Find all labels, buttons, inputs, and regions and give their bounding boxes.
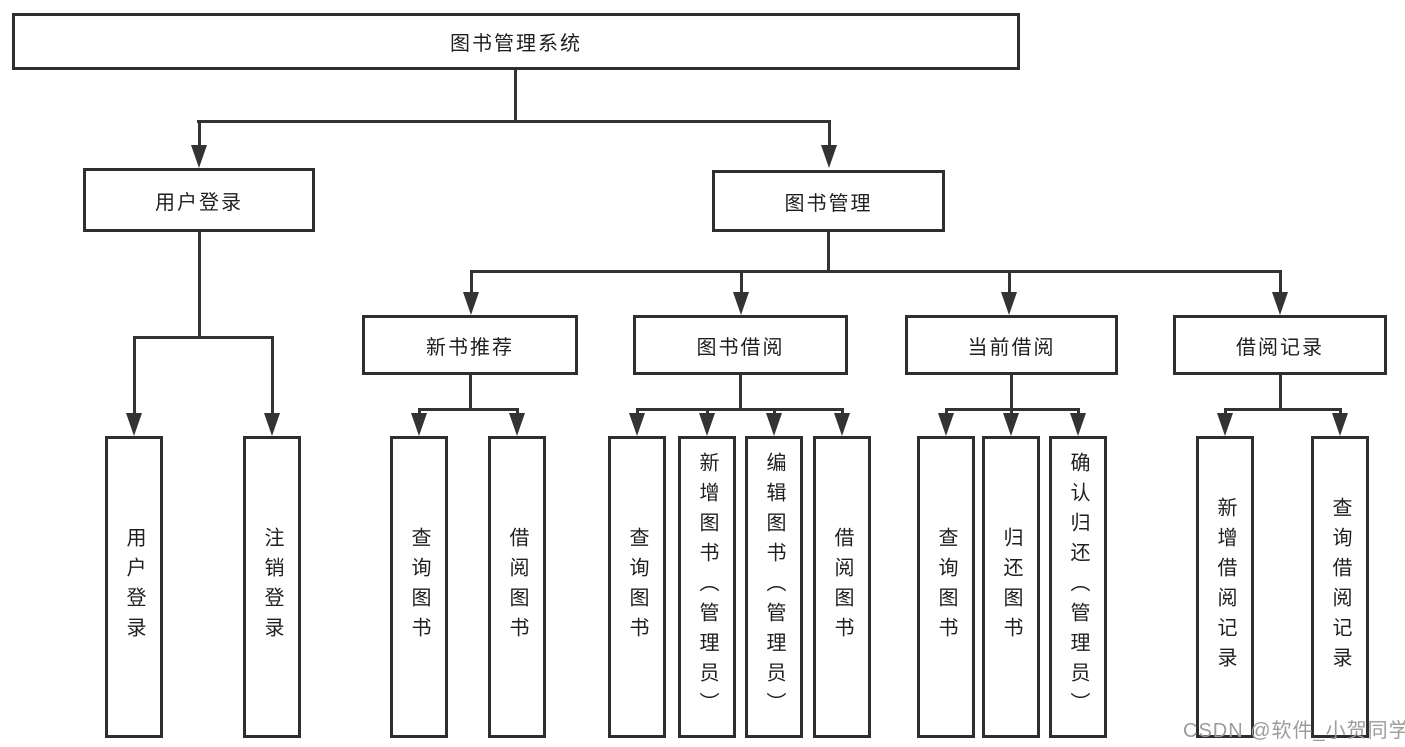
arrowhead-book-management-icon bbox=[821, 145, 837, 168]
node-library-management-system: 图书管理系统 bbox=[12, 13, 1020, 70]
connector-g1-c1 bbox=[418, 408, 421, 416]
leaf-query-borrow-record: 查询借阅记录 bbox=[1311, 436, 1369, 738]
connector-g1-branch bbox=[418, 408, 518, 411]
connector-root-stem bbox=[514, 70, 517, 120]
connector-to-leaf-logout bbox=[271, 336, 274, 416]
connector-g1-c2 bbox=[516, 408, 519, 416]
arrowhead-new-book-icon bbox=[463, 292, 479, 315]
connector-g2-c4 bbox=[841, 408, 844, 416]
leaf-edit-books-admin: 编辑图书（管理员） bbox=[745, 436, 803, 738]
connector-to-leaf-user-login bbox=[133, 336, 136, 416]
connector-g2-c2 bbox=[706, 408, 709, 416]
arrowhead-g3-c2-icon bbox=[1003, 413, 1019, 436]
leaf-return-books: 归还图书 bbox=[982, 436, 1040, 738]
leaf-add-borrow-record: 新增借阅记录 bbox=[1196, 436, 1254, 738]
connector-g4-branch bbox=[1224, 408, 1341, 411]
connector-to-current-borrow bbox=[1008, 270, 1011, 295]
connector-root-branch bbox=[197, 120, 831, 123]
connector-to-borrow-record bbox=[1279, 270, 1282, 295]
leaf-query-books-borrowing: 查询图书 bbox=[608, 436, 666, 738]
connector-g4-c2 bbox=[1339, 408, 1342, 416]
arrowhead-current-borrow-icon bbox=[1001, 292, 1017, 315]
connector-g4-c1 bbox=[1224, 408, 1227, 416]
arrowhead-book-borrow-icon bbox=[733, 292, 749, 315]
connector-g3-c3 bbox=[1077, 408, 1080, 416]
connector-g2-c3 bbox=[773, 408, 776, 416]
connector-g1-stem bbox=[469, 375, 472, 408]
connector-book-management-stem bbox=[827, 232, 830, 270]
connector-g3-stem bbox=[1010, 375, 1013, 408]
connector-book-management-branch bbox=[470, 270, 1282, 273]
connector-g2-stem bbox=[739, 375, 742, 408]
arrowhead-g2-c3-icon bbox=[766, 413, 782, 436]
node-borrowing-records: 借阅记录 bbox=[1173, 315, 1387, 375]
leaf-add-books-admin: 新增图书（管理员） bbox=[678, 436, 736, 738]
leaf-borrow-books: 借阅图书 bbox=[813, 436, 871, 738]
arrowhead-g2-c1-icon bbox=[629, 413, 645, 436]
arrowhead-g1-c1-icon bbox=[411, 413, 427, 436]
connector-g2-c1 bbox=[636, 408, 639, 416]
arrowhead-g4-c1-icon bbox=[1217, 413, 1233, 436]
connector-g2-branch bbox=[636, 408, 843, 411]
leaf-user-login: 用户登录 bbox=[105, 436, 163, 738]
connector-g3-c2 bbox=[1010, 408, 1013, 416]
arrowhead-user-login-icon bbox=[191, 145, 207, 168]
leaf-confirm-return-admin: 确认归还（管理员） bbox=[1049, 436, 1107, 738]
connector-to-book-management bbox=[828, 120, 831, 148]
node-user-login: 用户登录 bbox=[83, 168, 315, 232]
node-current-borrowing: 当前借阅 bbox=[905, 315, 1118, 375]
connector-g4-stem bbox=[1279, 375, 1282, 408]
arrowhead-g1-c2-icon bbox=[509, 413, 525, 436]
connector-to-new-book bbox=[470, 270, 473, 295]
connector-to-book-borrow bbox=[740, 270, 743, 295]
arrowhead-leaf-user-login-icon bbox=[126, 413, 142, 436]
connector-user-login-branch bbox=[133, 336, 274, 339]
leaf-borrow-books-recommend: 借阅图书 bbox=[488, 436, 546, 738]
connector-g3-c1 bbox=[945, 408, 948, 416]
arrowhead-borrow-record-icon bbox=[1272, 292, 1288, 315]
arrowhead-g3-c1-icon bbox=[938, 413, 954, 436]
connector-to-user-login bbox=[198, 120, 201, 148]
arrowhead-g2-c2-icon bbox=[699, 413, 715, 436]
arrowhead-leaf-logout-icon bbox=[264, 413, 280, 436]
arrowhead-g3-c3-icon bbox=[1070, 413, 1086, 436]
node-new-book-recommend: 新书推荐 bbox=[362, 315, 578, 375]
arrowhead-g2-c4-icon bbox=[834, 413, 850, 436]
connector-user-login-stem bbox=[198, 232, 201, 336]
leaf-query-books-current: 查询图书 bbox=[917, 436, 975, 738]
node-book-management: 图书管理 bbox=[712, 170, 945, 232]
leaf-logout: 注销登录 bbox=[243, 436, 301, 738]
leaf-query-books-recommend: 查询图书 bbox=[390, 436, 448, 738]
arrowhead-g4-c2-icon bbox=[1332, 413, 1348, 436]
node-book-borrowing: 图书借阅 bbox=[633, 315, 848, 375]
csdn-watermark: CSDN @软件_小贺同学 bbox=[1183, 720, 1405, 742]
